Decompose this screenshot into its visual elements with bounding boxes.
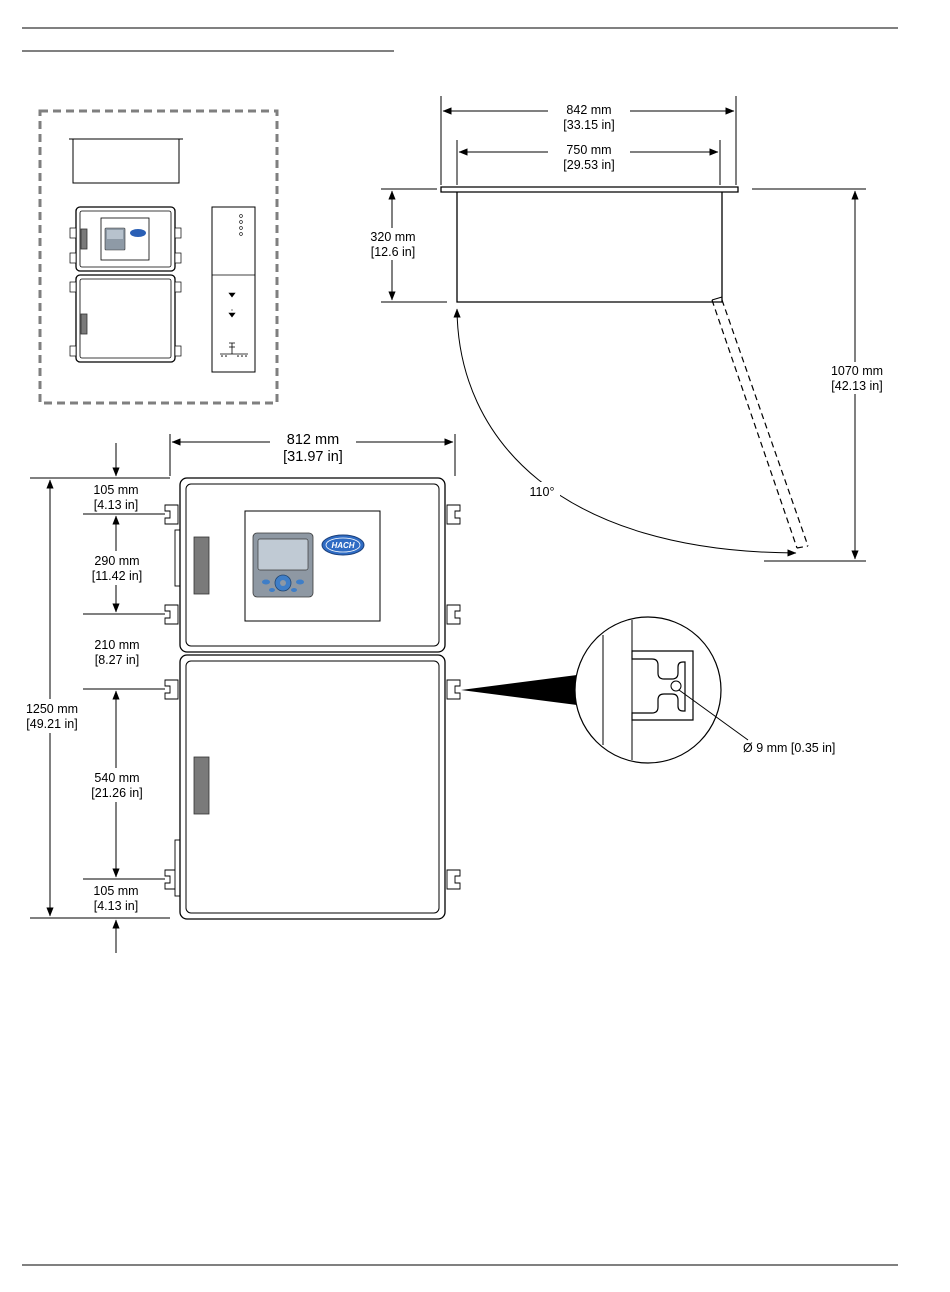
overview-top-view [69, 139, 183, 183]
label-105-top-mm: 105 mm [93, 483, 138, 497]
callout-pointer [461, 675, 577, 705]
label-540-in: [21.26 in] [91, 786, 142, 800]
label-842-in: [33.15 in] [563, 118, 614, 132]
label-door-angle: 110° [530, 485, 555, 499]
label-105-top-in: [4.13 in] [94, 498, 138, 512]
enclosure-plan-outline [441, 187, 738, 302]
label-320-mm: 320 mm [370, 230, 415, 244]
label-hole-diameter: Ø 9 mm [0.35 in] [743, 741, 835, 755]
door-swing-arc [457, 309, 796, 553]
lower-door-handle [194, 757, 209, 814]
hach-logo-text: HACH [331, 541, 354, 550]
detail-circle [575, 617, 721, 763]
label-812-mm: 812 mm [287, 432, 339, 448]
label-290-mm: 290 mm [94, 554, 139, 568]
label-1070-mm: 1070 mm [831, 364, 883, 378]
label-1250-mm: 1250 mm [26, 702, 78, 716]
label-1070-in: [42.13 in] [831, 379, 882, 393]
hach-logo: HACH [322, 535, 364, 555]
label-105-bottom-in: [4.13 in] [94, 899, 138, 913]
overview-illustration [40, 111, 277, 403]
controller-keypad [253, 533, 313, 597]
label-842-mm: 842 mm [566, 103, 611, 117]
label-320-in: [12.6 in] [371, 245, 415, 259]
label-290-in: [11.42 in] [92, 569, 143, 583]
overview-front-view [70, 207, 181, 362]
label-210-mm: 210 mm [94, 638, 139, 652]
label-750-mm: 750 mm [566, 143, 611, 157]
label-540-mm: 540 mm [94, 771, 139, 785]
label-1250-in: [49.21 in] [26, 717, 77, 731]
label-750-in: [29.53 in] [563, 158, 614, 172]
front-view-drawing: 812 mm [31.97 in] [22, 431, 460, 953]
lower-door [180, 655, 445, 919]
bracket-detail-callout: Ø 9 mm [0.35 in] [461, 617, 835, 763]
open-door-outline [712, 297, 808, 548]
overview-side-view [212, 207, 255, 372]
label-105-bottom-mm: 105 mm [93, 884, 138, 898]
upper-door-handle [194, 537, 209, 594]
mounting-hole [671, 681, 681, 691]
label-812-in: [31.97 in] [283, 449, 343, 465]
label-210-in: [8.27 in] [95, 653, 139, 667]
